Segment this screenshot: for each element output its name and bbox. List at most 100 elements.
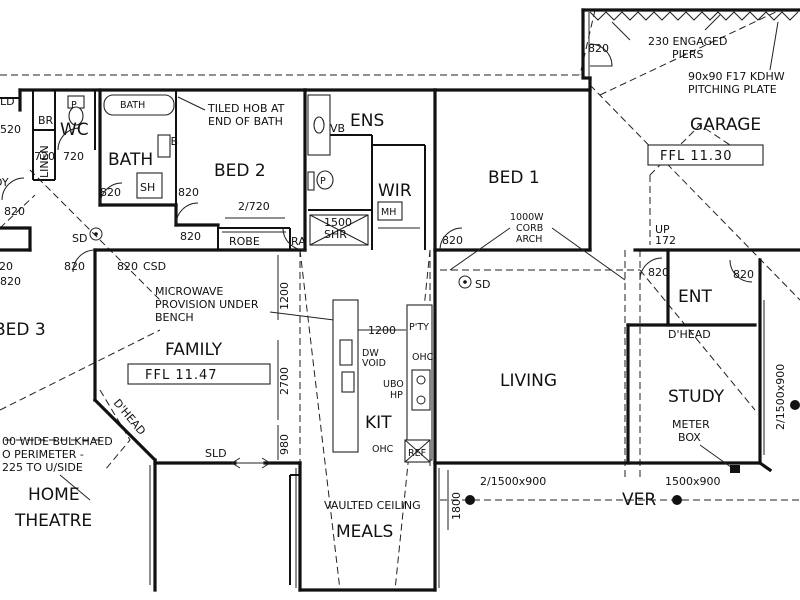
theatre-label: THEATRE xyxy=(14,511,92,531)
br-label: BR xyxy=(38,114,54,127)
ens-vb-label: VB xyxy=(330,122,345,135)
ens-p-label: P xyxy=(320,176,326,187)
dhead-label-2: D'HEAD xyxy=(111,397,148,438)
ens-shower-label: SHR xyxy=(324,228,347,241)
meter-box xyxy=(730,465,740,473)
manhole xyxy=(377,201,403,221)
garage: 820 FFL 11.30 GARAGE 230 ENGAGED PIERS 9… xyxy=(581,8,800,252)
garage-label: GARAGE xyxy=(690,115,761,135)
robe-dim: 2/720 xyxy=(238,200,270,213)
wir-label: WIR xyxy=(378,181,412,201)
shower xyxy=(136,172,163,199)
hall-door-dim: 820 xyxy=(64,260,85,273)
manhole-label: MH xyxy=(381,207,396,218)
meals-label: MEALS xyxy=(336,522,393,542)
family-label: FAMILY xyxy=(165,340,223,360)
living: LIVING xyxy=(433,248,762,465)
study-window-dim: 2/1500x900 xyxy=(774,364,787,430)
box-label: BOX xyxy=(678,431,701,444)
sd-label-2: SD xyxy=(72,232,87,245)
microwave-note-1: MICROWAVE xyxy=(155,285,223,298)
bed2-door-dim-2: 820 xyxy=(178,186,199,199)
ra-label: RA xyxy=(291,235,306,248)
up-dim: 172 xyxy=(655,234,676,247)
tiled-hob-note-2: END OF BATH xyxy=(208,115,283,128)
garage-door-dim: 820 xyxy=(588,42,609,55)
wc-label: WC xyxy=(60,120,89,140)
left-lower-door-dim: 820 xyxy=(0,275,21,288)
csd-door-dim: 820 xyxy=(117,260,138,273)
microwave-note-2: PROVISION UNDER xyxy=(155,298,259,311)
engaged-piers-note-2: PIERS xyxy=(672,48,703,61)
void-label: VOID xyxy=(362,358,386,369)
bulkhead-note-2: O PERIMETER - xyxy=(2,448,84,461)
corb-arch-2: CORB xyxy=(516,223,543,234)
garage-ffl-box xyxy=(647,144,764,166)
engaged-piers-note-1: 230 ENGAGED xyxy=(648,35,727,48)
wc-p-label: P xyxy=(71,100,77,111)
meter-label: METER xyxy=(672,418,710,431)
hp-label: HP xyxy=(390,390,403,401)
dhead-label-1: D'HEAD xyxy=(668,328,711,341)
ens-toilet xyxy=(316,170,334,190)
bath-door-dim: 820 xyxy=(100,186,121,199)
sld-label: SLD xyxy=(205,447,227,460)
wet-areas: BR LINEN P WC 720 BATH VB BATH SH 820 TI… xyxy=(0,88,307,252)
bed-1: BED 1 820 1000W CORB ARCH SD xyxy=(433,88,626,291)
post-3 xyxy=(790,400,800,410)
linen-label: LINEN xyxy=(38,145,51,178)
wc-pan xyxy=(68,106,84,126)
dy-label: DY xyxy=(0,176,9,189)
bed-2-label: BED 2 xyxy=(214,161,266,181)
robe-label: ROBE xyxy=(229,235,260,248)
study-label: STUDY xyxy=(668,387,725,407)
sink xyxy=(341,371,355,393)
linen-door-dim: 720 xyxy=(34,150,55,163)
bathtub-label: BATH xyxy=(120,100,145,111)
family-ffl-text: FFL 11.47 xyxy=(145,368,218,383)
dw-label: DW xyxy=(362,348,379,359)
microwave-note-3: BENCH xyxy=(155,311,194,324)
ld-door-dim: 520 xyxy=(0,123,21,136)
ohc-label-2: OHC xyxy=(372,444,394,455)
door-swings: 820 820 xyxy=(0,182,306,288)
dim-1800: 1800 xyxy=(450,492,463,520)
post-1 xyxy=(465,495,475,505)
ref-label: REF xyxy=(408,448,426,459)
ohc-label-1: OHC xyxy=(412,352,434,363)
kitchen: DW VOID 1200 P'TY OHC UBO HP KIT OHC REF xyxy=(332,299,434,463)
bed-1-label: BED 1 xyxy=(488,168,540,188)
dw-void xyxy=(339,339,353,366)
wc-door-dim: 720 xyxy=(63,150,84,163)
family-ffl-box xyxy=(127,363,271,385)
up-label: UP xyxy=(655,223,670,236)
smoke-detector-1 xyxy=(458,275,472,289)
kit-label: KIT xyxy=(365,413,392,433)
ent-door-dim-2: 820 xyxy=(733,268,754,281)
smoke-detector-2 xyxy=(89,227,103,241)
ubo-label: UBO xyxy=(383,379,404,390)
bed-3-door-dim: 820 xyxy=(0,260,13,273)
meals: VAULTED CEILING MEALS xyxy=(289,461,440,592)
living-label: LIVING xyxy=(500,371,557,391)
home-label: HOME xyxy=(28,485,80,505)
bath-label: BATH xyxy=(108,150,153,170)
bath-vanity xyxy=(157,134,171,158)
pitching-plate-note-1: 90x90 F17 KDHW xyxy=(688,70,785,83)
dim-1200-vertical: 1200 xyxy=(278,282,291,310)
sd-label-1: SD xyxy=(475,278,490,291)
dim-980-vertical: 980 xyxy=(278,434,291,455)
pantry-label: P'TY xyxy=(409,322,429,333)
ens-shower-dim: 1500 xyxy=(324,216,352,229)
shower-label: SH xyxy=(140,181,155,194)
dim-2700-vertical: 2700 xyxy=(278,367,291,395)
ensuite: VB ENS P 1500 SHR WIR MH xyxy=(303,88,437,252)
tiled-hob-note-1: TILED HOB AT xyxy=(207,102,285,115)
post-2 xyxy=(672,495,682,505)
vaulted-ceiling-note: VAULTED CEILING xyxy=(324,499,421,512)
living-window-dim: 2/1500x900 xyxy=(480,475,546,488)
ens-label: ENS xyxy=(350,111,384,131)
bathtub xyxy=(103,94,175,116)
ld-label: LD xyxy=(0,95,15,108)
